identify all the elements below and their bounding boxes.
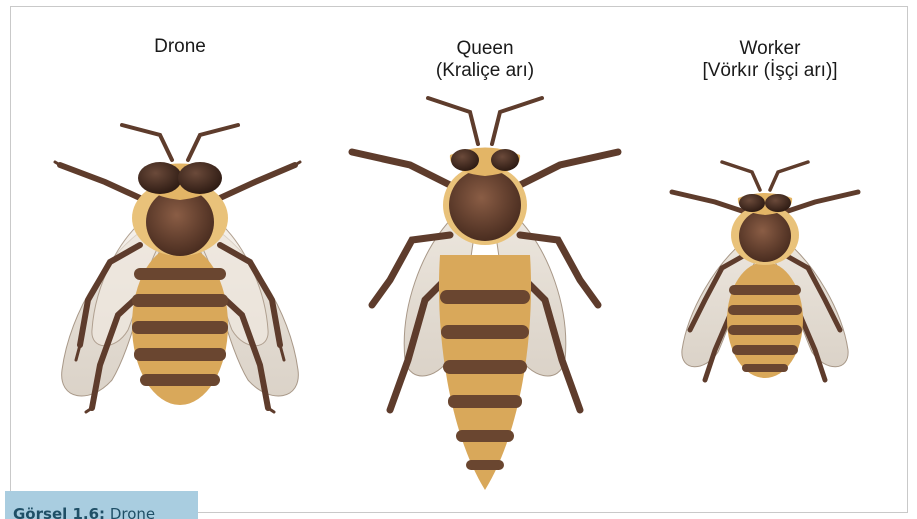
queen-bee-figure (352, 98, 618, 490)
drone-bee-figure (55, 125, 300, 412)
caption-number: Görsel 1.6: (13, 505, 105, 519)
worker-subtitle: [Vörkır (İşçi arı)] (670, 60, 870, 82)
queen-label: Queen (Kraliçe arı) (395, 38, 575, 82)
worker-label: Worker [Vörkır (İşçi arı)] (670, 38, 870, 82)
drone-label: Drone (110, 36, 250, 58)
figure-caption: Görsel 1.6: Drone (5, 491, 198, 519)
caption-text: Drone (110, 505, 155, 519)
drone-title: Drone (110, 36, 250, 58)
queen-subtitle: (Kraliçe arı) (395, 60, 575, 82)
worker-title: Worker (670, 38, 870, 60)
queen-title: Queen (395, 38, 575, 60)
worker-bee-figure (672, 162, 858, 380)
